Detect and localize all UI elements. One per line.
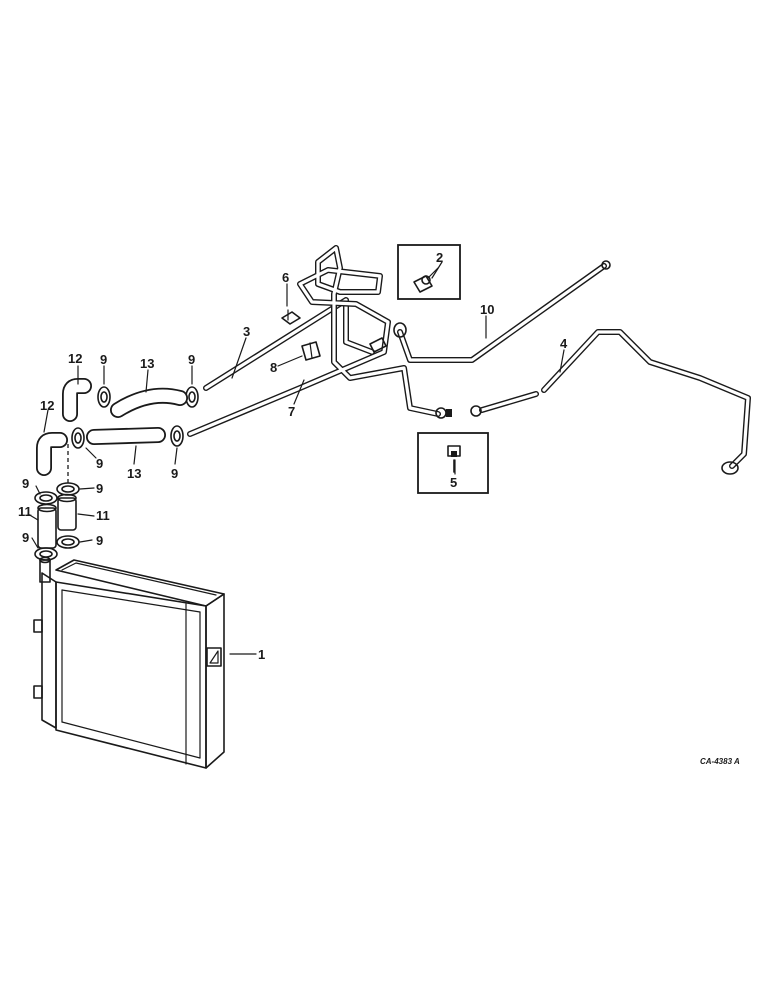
leader-lines (27, 261, 565, 655)
tube-7-coil (187, 245, 441, 437)
callout-13-lower: 13 (127, 466, 141, 481)
callout-1: 1 (258, 647, 265, 662)
callout-10: 10 (480, 302, 494, 317)
callout-5: 5 (450, 475, 457, 490)
hose-clamp-upper-left (97, 386, 111, 408)
callout-labels: 1 2 3 4 5 6 7 8 10 12 12 13 13 9 9 9 9 9… (18, 250, 568, 662)
callout-11-left: 11 (18, 504, 32, 519)
callout-2: 2 (436, 250, 443, 265)
callout-9-b: 9 (188, 352, 195, 367)
clip-6 (281, 309, 301, 325)
coil-fitting (369, 337, 387, 353)
lower-clamp-bottom-left (34, 547, 58, 561)
short-hose-left (37, 503, 57, 549)
hose-clamp-lower-right (170, 425, 184, 447)
tube-7-fitting (435, 407, 452, 419)
callout-7: 7 (288, 404, 295, 419)
callout-12-upper: 12 (68, 351, 82, 366)
tube-10 (393, 260, 611, 363)
inset-box-part-5 (417, 432, 489, 494)
fitting-5 (447, 445, 461, 473)
callout-9-c: 9 (96, 456, 103, 471)
callout-9-a: 9 (100, 352, 107, 367)
hose-upper (110, 387, 188, 418)
inset-box-part-2 (397, 244, 461, 300)
elbow-lower (36, 432, 68, 476)
lower-clamp-top-right (56, 482, 80, 496)
callout-9-h: 9 (96, 533, 103, 548)
elbow-fitting-2 (413, 267, 439, 293)
callout-8: 8 (270, 360, 277, 375)
hose-lower (86, 427, 166, 445)
tube-4 (470, 329, 751, 475)
lower-clamp-bottom-right (56, 535, 80, 549)
callout-9-g: 9 (22, 530, 29, 545)
clip-8 (301, 341, 321, 361)
short-hose-right (57, 493, 77, 531)
hose-clamp-lower-left (71, 427, 85, 449)
tube-3 (203, 297, 375, 391)
callout-3: 3 (243, 324, 250, 339)
elbow-upper (62, 378, 92, 422)
callout-4: 4 (560, 336, 568, 351)
callout-12-lower: 12 (40, 398, 54, 413)
callout-6: 6 (282, 270, 289, 285)
heater-core (33, 556, 225, 769)
callout-11-right: 11 (96, 508, 110, 523)
callout-9-d: 9 (171, 466, 178, 481)
callout-13-upper: 13 (140, 356, 154, 371)
callout-9-f: 9 (96, 481, 103, 496)
lower-clamp-top-left (34, 491, 58, 505)
drawing-code: CA-4383 A (700, 757, 740, 766)
callout-9-e: 9 (22, 476, 29, 491)
